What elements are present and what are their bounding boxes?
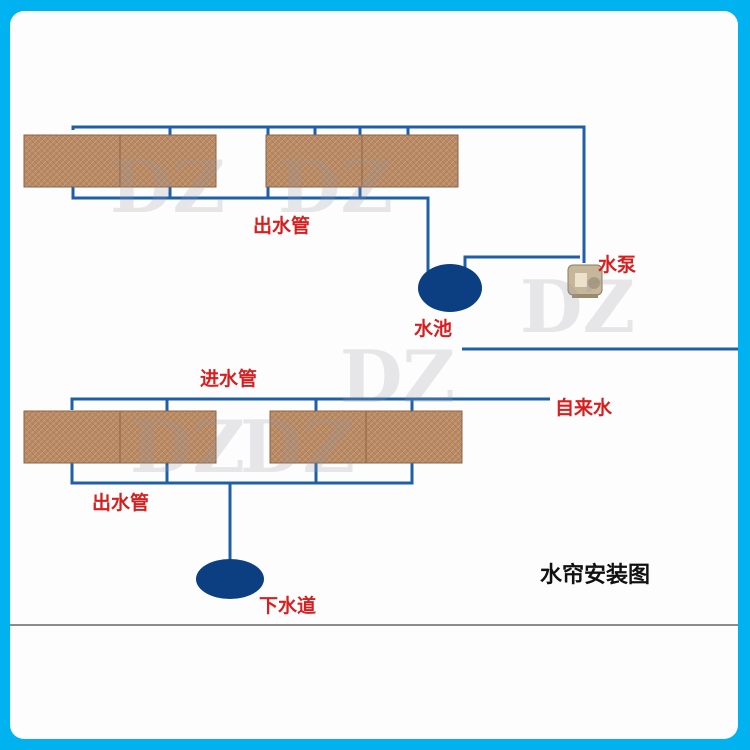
outlet-pipe-bottom-label: 出水管 — [92, 492, 150, 514]
bottom-pads — [23, 410, 463, 464]
watermark: DZ — [278, 144, 393, 229]
pump-icon — [567, 264, 603, 298]
bottom-supply-pipe — [70, 397, 550, 410]
cooling-pad — [365, 410, 463, 464]
pump-label: 水泵 — [598, 254, 637, 276]
watermark: DZ — [110, 144, 225, 229]
diagram-title: 水帘安装图 — [540, 563, 651, 588]
cooling-pad — [269, 410, 367, 464]
watermark: DZ — [240, 404, 355, 489]
cooling-pad — [265, 134, 363, 188]
outlet-pipe-top-label: 出水管 — [253, 215, 311, 237]
top-pads — [23, 134, 459, 188]
tank-to-pump-pipe — [463, 255, 580, 269]
water-tank-label: 水池 — [414, 318, 453, 340]
tap-water-label: 自来水 — [555, 397, 613, 419]
top-pipes — [71, 125, 738, 351]
watermark: DZ — [520, 264, 635, 349]
watermark: DZ — [130, 404, 245, 489]
cooling-pad — [361, 134, 459, 188]
diagram-frame: DZ DZ DZ DZ DZ DZ 出水管 水泵 水池 进水管 自来水 出水管 … — [10, 11, 738, 739]
installation-diagram — [10, 125, 738, 626]
top-supply-pipe — [71, 125, 586, 263]
cooling-pad — [23, 134, 121, 188]
bottom-outlet-pipe — [70, 463, 414, 485]
top-outlet-pipe — [71, 184, 430, 273]
sewer-label: 下水道 — [259, 595, 317, 617]
cooling-pad — [119, 134, 217, 188]
sewer-shape — [196, 559, 264, 599]
bottom-pipes — [70, 397, 550, 568]
watermark: DZ — [340, 334, 455, 419]
cooling-pad — [119, 410, 217, 464]
water-tank-shape — [418, 264, 482, 312]
cooling-pad — [23, 410, 121, 464]
inlet-pipe-label: 进水管 — [200, 368, 258, 390]
